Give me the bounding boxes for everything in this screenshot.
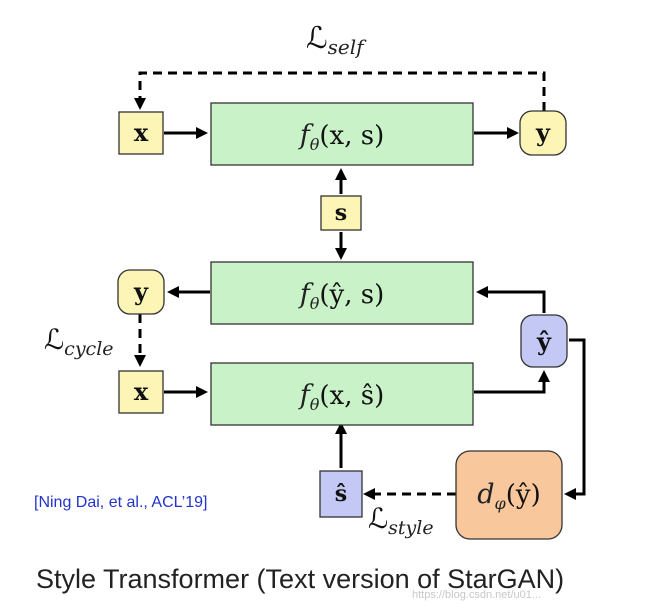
loss-self-label: ℒself — [306, 21, 367, 59]
svg-text:y: y — [133, 277, 149, 306]
svg-text:fθ(ŷ, s): fθ(ŷ, s) — [298, 279, 385, 313]
node-x-bottom: x — [118, 370, 164, 414]
node-y-hat: ŷ — [520, 314, 568, 368]
svg-text:s: s — [335, 200, 347, 226]
svg-text:x: x — [134, 118, 149, 147]
node-y-left: y — [117, 269, 165, 315]
block-discriminator: dφ(ŷ) — [455, 450, 563, 540]
svg-text:dφ(ŷ): dφ(ŷ) — [477, 479, 540, 513]
block-f-theta-x-shat: fθ(x, ŝ) — [210, 362, 474, 426]
loss-style-label: ℒstyle — [368, 502, 434, 539]
svg-text:y: y — [535, 118, 551, 147]
node-x-top: x — [118, 111, 164, 155]
loss-cycle-label: ℒcycle — [44, 323, 114, 360]
svg-text:ŷ: ŷ — [536, 327, 552, 356]
arrow-y-hat-to-f-mid — [476, 286, 546, 313]
self-loss-dashed-loop — [134, 71, 546, 111]
node-y-top: y — [519, 110, 567, 156]
block-f-theta-x-s: fθ(x, s) — [210, 102, 474, 166]
watermark-url: https://blog.csdn.net/u01... — [412, 589, 541, 601]
block-f-theta-yhat-s: fθ(ŷ, s) — [210, 261, 474, 325]
svg-text:x: x — [134, 377, 149, 406]
reference-citation: [Ning Dai, et al., ACL’19] — [34, 494, 207, 511]
node-s: s — [320, 195, 362, 231]
arrow-y-hat-to-discriminator — [564, 338, 586, 500]
caption-title: Style Transformer (Text version of StarG… — [36, 564, 564, 594]
node-s-hat: ŝ — [319, 470, 363, 518]
svg-text:fθ(x, ŝ): fθ(x, ŝ) — [298, 380, 384, 414]
arrow-f-bottom-to-y-hat — [474, 370, 550, 394]
svg-text:ŝ: ŝ — [335, 481, 347, 507]
